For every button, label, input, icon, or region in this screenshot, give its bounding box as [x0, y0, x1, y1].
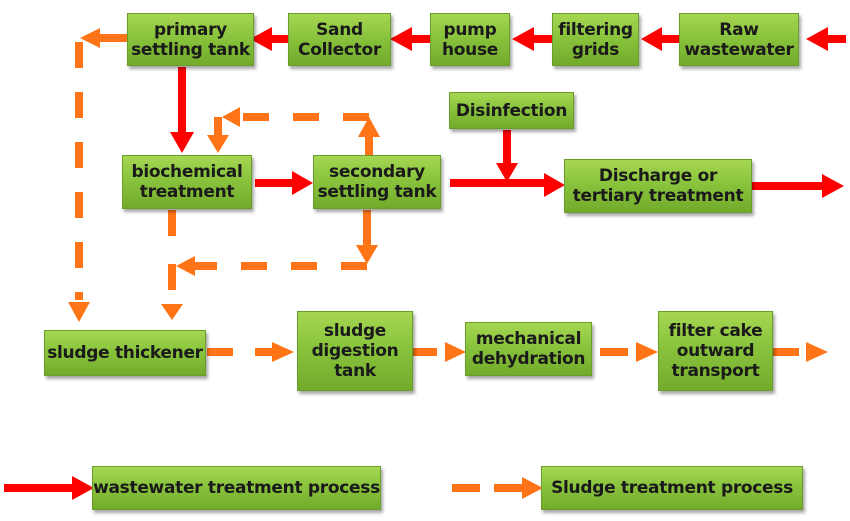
arrow-digestion-to-dehydration	[411, 342, 466, 362]
node-primary-settling-tank: primary settling tank	[127, 13, 254, 66]
arrow-thickener-to-digestion	[207, 342, 294, 362]
node-mechanical-dehydration: mechanical dehydration	[465, 322, 592, 376]
arrow-raw-to-grids	[641, 27, 679, 51]
legend-arrow-wastewater	[4, 476, 94, 500]
node-label: Discharge or tertiary treatment	[572, 166, 744, 206]
node-secondary-settling-tank: secondary settling tank	[313, 155, 441, 209]
legend-wastewater: wastewater treatment process	[92, 466, 381, 510]
legend-label-sludge: Sludge treatment process	[551, 478, 793, 498]
arrow-primary-to-thickener	[68, 28, 127, 322]
legend-sludge: Sludge treatment process	[541, 466, 803, 510]
node-label: Disinfection	[455, 100, 568, 121]
arrow-discharge-out	[752, 174, 844, 198]
arrow-sand-to-primary	[250, 27, 290, 51]
node-discharge: Discharge or tertiary treatment	[564, 159, 752, 213]
node-label: filter cake outward transport	[668, 321, 763, 381]
legend-arrow-sludge	[452, 477, 543, 499]
node-raw-wastewater: Raw wastewater	[679, 13, 799, 66]
arrow-disinfection-to-line	[496, 130, 518, 182]
node-label: primary settling tank	[131, 19, 250, 60]
node-biochemical-treatment: biochemical treatment	[122, 155, 252, 209]
node-label: pump house	[441, 19, 499, 60]
arrow-filtercake-out	[773, 342, 828, 362]
arrow-dehydration-to-filtercake	[600, 342, 658, 362]
arrow-primary-to-biochemical	[170, 67, 194, 153]
node-label: sludge thickener	[47, 343, 203, 363]
node-label: secondary settling tank	[317, 162, 437, 202]
arrow-pump-to-sand	[390, 27, 430, 51]
node-label: biochemical treatment	[131, 162, 243, 202]
legend-label-wastewater: wastewater treatment process	[93, 478, 380, 498]
arrow-biochemical-to-thickener	[161, 210, 183, 320]
node-label: sludge digestion tank	[311, 321, 399, 381]
arrow-secondary-to-thickener	[176, 210, 378, 276]
arrow-secondary-to-discharge	[450, 173, 565, 197]
node-sand-collector: Sand Collector	[288, 13, 391, 66]
node-filtering-grids: filtering grids	[552, 13, 639, 66]
node-label: filtering grids	[558, 19, 633, 60]
arrow-inflow	[806, 27, 846, 51]
arrow-grids-to-pump	[512, 27, 552, 51]
node-sludge-digestion-tank: sludge digestion tank	[297, 311, 413, 391]
node-filter-cake-transport: filter cake outward transport	[658, 311, 773, 391]
node-pump-house: pump house	[430, 13, 510, 66]
node-label: Sand Collector	[298, 19, 381, 60]
arrow-secondary-return-to-biochemical	[207, 107, 380, 155]
node-label: mechanical dehydration	[471, 329, 586, 369]
node-sludge-thickener: sludge thickener	[44, 330, 206, 376]
node-disinfection: Disinfection	[449, 92, 574, 129]
arrow-biochemical-to-secondary	[255, 171, 313, 195]
node-label: Raw wastewater	[684, 19, 794, 60]
